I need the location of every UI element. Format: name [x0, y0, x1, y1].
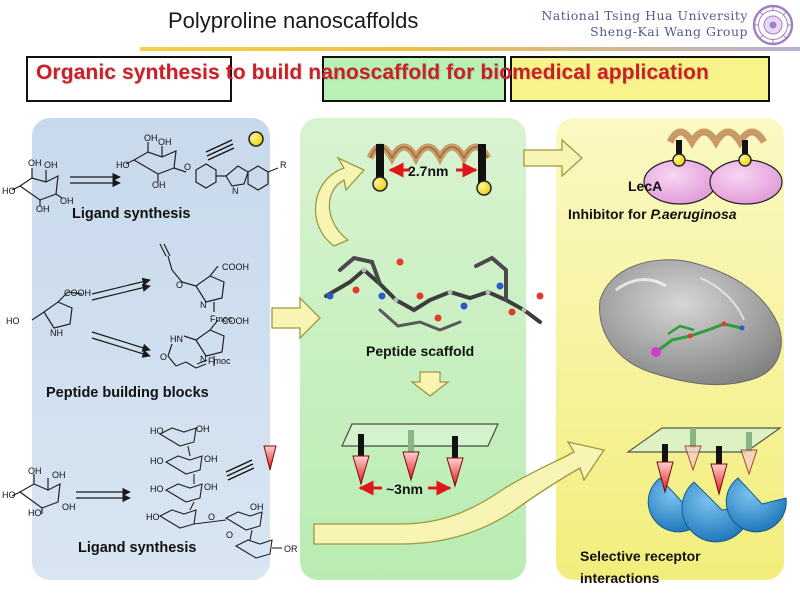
chem-oh-1: OH [28, 158, 42, 168]
alkyne-icon-bottom [225, 459, 255, 481]
label-ligand-synthesis-bottom: Ligand synthesis [78, 540, 197, 556]
chem-oh-5: OH [144, 133, 158, 143]
headline-box-synthesis [26, 56, 232, 102]
headline-part-application: biomedical application [480, 61, 709, 84]
chem-oh-10: OH [62, 502, 76, 512]
label-inhibitor: Inhibitor for P.aeruginosa [568, 206, 737, 222]
label-peptide-building-blocks: Peptide building blocks [46, 385, 209, 401]
header-divider [140, 47, 800, 51]
chem-o-1: O [184, 162, 192, 172]
chem-nh: NH [50, 328, 63, 338]
chem-or: OR [284, 544, 298, 554]
red-cone-ligand [263, 445, 277, 471]
chem-ho-3: HO [6, 316, 20, 326]
mannose-structure [11, 474, 61, 514]
chem-r: R [280, 160, 287, 170]
label-selective-line2: interactions [580, 570, 660, 586]
label-ligand-spacing: ~3nm [386, 481, 423, 497]
chem-n-2: N [200, 300, 207, 310]
glucose-structure [11, 168, 63, 206]
chem-o-4: O [208, 512, 216, 522]
chem-oh-4: OH [60, 196, 74, 206]
chem-ho-4: HO [2, 490, 16, 500]
chem-ho-9: HO [146, 512, 160, 522]
headline-part-to-build: to build [219, 61, 309, 84]
group-name: Sheng-Kai Wang Group [590, 24, 748, 39]
label-inhibitor-species: P.aeruginosa [650, 206, 737, 222]
alkyne-icon [205, 139, 235, 161]
chem-oh-9: OH [52, 470, 66, 480]
headline-part-synthesis: Organic synthesis [36, 61, 220, 84]
reaction-arrows-middle [91, 277, 151, 358]
headline-part-nanoscaffold: nanoscaffold [308, 61, 441, 84]
curved-arrow-up [314, 156, 366, 247]
chem-fmoc-1: Fmoc [210, 314, 233, 324]
chem-cooh-1: COOH [64, 288, 91, 298]
chem-oh-12: OH [204, 454, 218, 464]
chem-oh-14: OH [250, 502, 264, 512]
protein-surface-image [599, 259, 782, 386]
chem-o-3: O [160, 352, 168, 362]
lecA-complex-icon [643, 128, 783, 205]
curved-arrow-to-receptors [313, 441, 606, 545]
chem-oh-11: OH [196, 424, 210, 434]
headline-box-application [510, 56, 770, 102]
oligosaccharide-structure [158, 427, 282, 559]
label-inhibitor-prefix: Inhibitor for [568, 206, 651, 222]
hydroxyproline-structure [31, 291, 83, 329]
block-arrow-to-scaffold [271, 296, 321, 340]
receptor-binding-icon [626, 427, 787, 543]
chem-ho-7: HO [150, 456, 164, 466]
chem-hn: HN [170, 334, 183, 344]
headline-box-nanoscaffold [322, 56, 506, 102]
headline-part-for: for [440, 61, 481, 84]
chem-oh-13: OH [204, 482, 218, 492]
chem-cooh-2: COOH [222, 262, 249, 272]
polyproline-helix-icon [366, 143, 492, 196]
chem-oh-6: OH [158, 137, 172, 147]
chem-o-2: O [176, 280, 184, 290]
label-peptide-scaffold: Peptide scaffold [366, 343, 475, 359]
alloc-proline-structure [167, 319, 225, 369]
chem-ho-8: HO [150, 484, 164, 494]
chem-ho-2: HO [116, 160, 130, 170]
peptide-scaffold-model [324, 255, 544, 332]
chem-oh-7: OH [152, 180, 166, 190]
chem-oh-8: OH [28, 466, 42, 476]
ligand-presenting-platform [341, 423, 499, 488]
chem-ho-5: HO [28, 508, 42, 518]
indole-glycoside-structure [125, 142, 279, 191]
label-ligand-synthesis-top: Ligand synthesis [72, 206, 191, 222]
reaction-arrow-top [70, 172, 121, 188]
chem-oh-3: OH [36, 204, 50, 214]
block-arrow-down [410, 371, 450, 397]
yellow-ligand-ball [248, 131, 264, 147]
chem-ho-1: HO [2, 186, 16, 196]
label-selective-line1: Selective receptor [580, 548, 701, 564]
chem-fmoc-2: Fmoc [208, 356, 231, 366]
label-helix-spacing: 2.7nm [408, 163, 449, 179]
alkyne-proline-structure [159, 243, 225, 312]
university-seal-icon [752, 4, 794, 46]
chem-ho-6: HO [150, 426, 164, 436]
university-affiliation: National Tsing Hua University Sheng-Kai … [541, 8, 748, 40]
label-lecA: LecA [628, 178, 663, 194]
panel-synthesis [32, 118, 270, 580]
chem-n-3: N [200, 354, 207, 364]
chem-oh-2: OH [44, 160, 58, 170]
headline: Organic synthesis to build nanoscaffold … [36, 61, 709, 85]
slide-title: Polyproline nanoscaffolds [168, 8, 419, 33]
university-name: National Tsing Hua University [541, 8, 748, 23]
block-arrow-to-lecA [523, 138, 583, 178]
chem-cooh-3: COOH [222, 316, 249, 326]
label-selective-receptor: Selective receptor interactions [580, 545, 701, 589]
chem-o-5: O [226, 530, 234, 540]
chem-n-1: N [232, 186, 239, 196]
reaction-arrow-bottom [76, 487, 131, 503]
